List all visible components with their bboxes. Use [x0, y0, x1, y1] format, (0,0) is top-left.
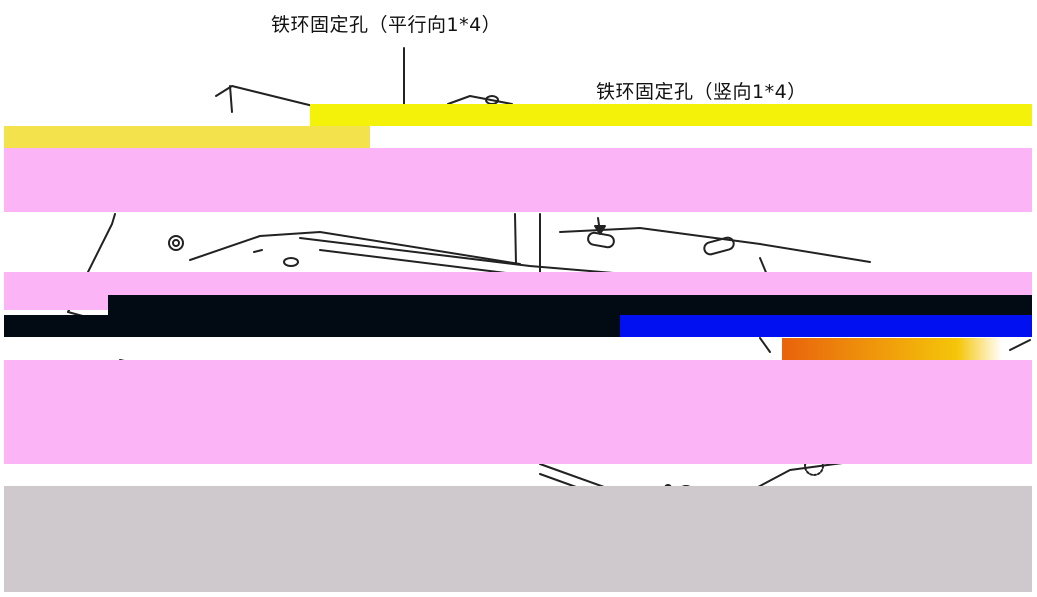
- label-vertical-holes: 铁环固定孔（竖向1*4）: [596, 81, 807, 103]
- arrow-head-vertical: [594, 225, 606, 235]
- yellow-band-left: [4, 126, 370, 148]
- slot-hole-1: [587, 231, 615, 249]
- screw-boss-left-inner: [172, 239, 180, 247]
- gray-band: [4, 486, 1032, 592]
- screw-boss-left: [168, 235, 184, 251]
- magenta-band-top: [4, 148, 1032, 212]
- back-plate-side: [229, 85, 233, 113]
- right-edge-detail: [1009, 339, 1031, 351]
- base-inner-edge: [189, 231, 521, 265]
- magenta-band-bottom: [4, 360, 1032, 464]
- slot-hole-2: [703, 236, 735, 256]
- dark-band: [108, 295, 1032, 315]
- label-parallel-holes: 铁环固定孔（平行向1*4）: [271, 14, 502, 36]
- yellow-band-top: [310, 104, 1032, 126]
- lower-right-detail: [759, 337, 771, 353]
- small-arrow: [253, 249, 263, 253]
- fold-line-inner: [514, 213, 517, 265]
- base-hole: [283, 257, 299, 267]
- right-flange-top: [559, 227, 871, 263]
- blue-band: [620, 315, 1032, 337]
- dark-band-lower: [4, 315, 620, 337]
- orange-patch: [782, 338, 1002, 360]
